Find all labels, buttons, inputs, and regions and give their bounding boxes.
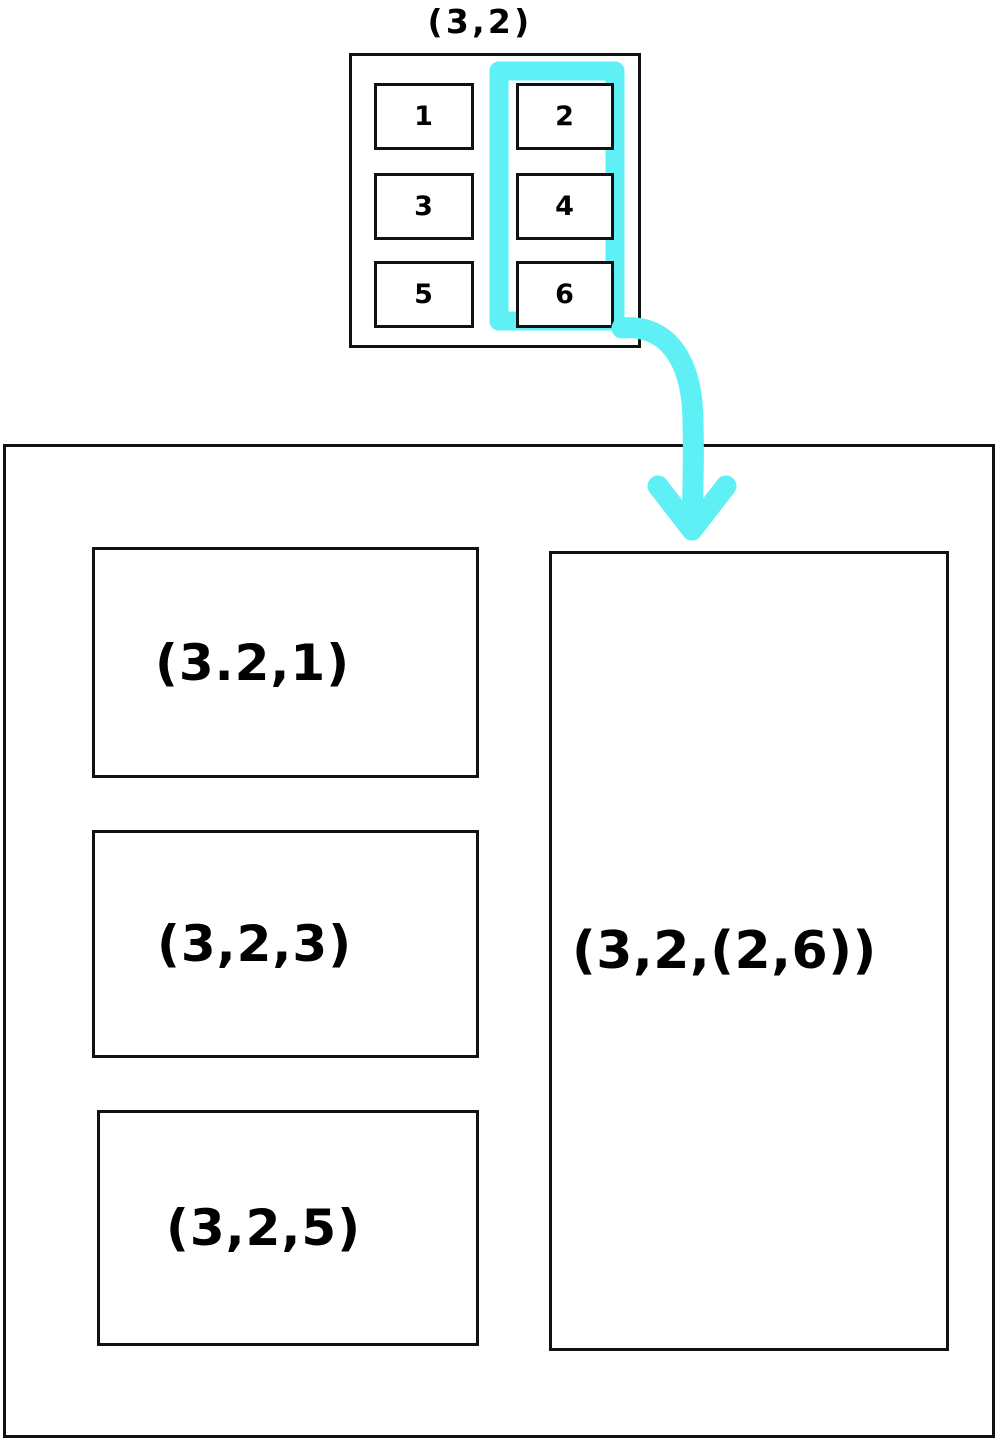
grid-cell-6[interactable]: 6 xyxy=(516,261,614,328)
grid-cell-1[interactable]: 1 xyxy=(374,83,474,150)
grid-cell-5[interactable]: 5 xyxy=(374,261,474,328)
result-box-1[interactable]: (3.2,1) xyxy=(92,547,479,778)
result-box-3-label: (3,2,5) xyxy=(166,1199,362,1257)
diagram-title: (3,2) xyxy=(427,2,533,41)
result-box-3[interactable]: (3,2,5) xyxy=(97,1110,479,1346)
grid-cell-2[interactable]: 2 xyxy=(516,83,614,150)
result-box-2-label: (3,2,3) xyxy=(157,915,353,973)
grid-cell-4[interactable]: 4 xyxy=(516,173,614,240)
grid-cell-3[interactable]: 3 xyxy=(374,173,474,240)
result-right-box-label: (3,2,(2,6)) xyxy=(572,921,877,981)
result-box-1-label: (3.2,1) xyxy=(155,633,351,692)
result-box-2[interactable]: (3,2,3) xyxy=(92,830,479,1058)
source-grid: 1 3 5 2 4 6 xyxy=(349,53,641,348)
result-right-box[interactable]: (3,2,(2,6)) xyxy=(549,551,949,1351)
result-container: (3.2,1) (3,2,3) (3,2,5) (3,2,(2,6)) xyxy=(3,444,995,1438)
